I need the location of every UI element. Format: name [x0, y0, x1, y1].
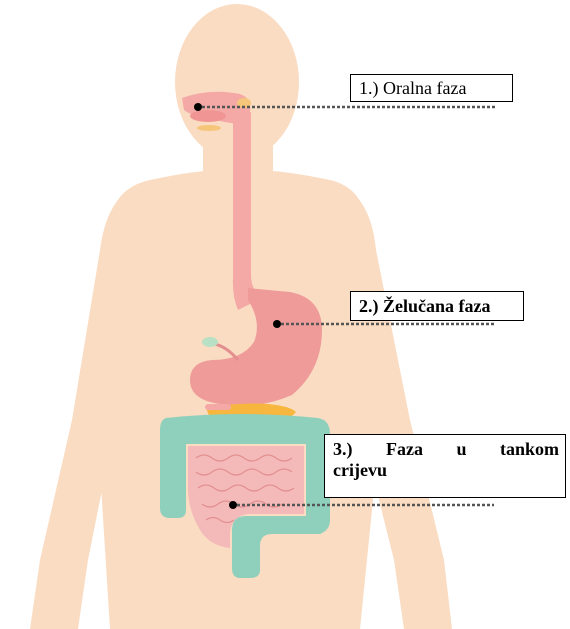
- duodenum: [205, 404, 231, 410]
- tongue: [190, 110, 226, 122]
- label-oral-phase-text: 1.) Oralna faza: [359, 78, 466, 98]
- label-oral-phase: 1.) Oralna faza: [350, 74, 513, 102]
- label-small-intestine-phase-line2: crijevu: [333, 460, 559, 481]
- gallbladder: [202, 337, 218, 347]
- salivary-gland-lower: [197, 125, 221, 131]
- label-gastric-phase-text: 2.) Želučana faza: [359, 296, 490, 316]
- label-gastric-phase: 2.) Želučana faza: [350, 291, 524, 321]
- label-small-intestine-phase-line1: 3.) Faza u tankom: [333, 439, 559, 459]
- label-small-intestine-phase: 3.) Faza u tankom crijevu: [324, 434, 566, 498]
